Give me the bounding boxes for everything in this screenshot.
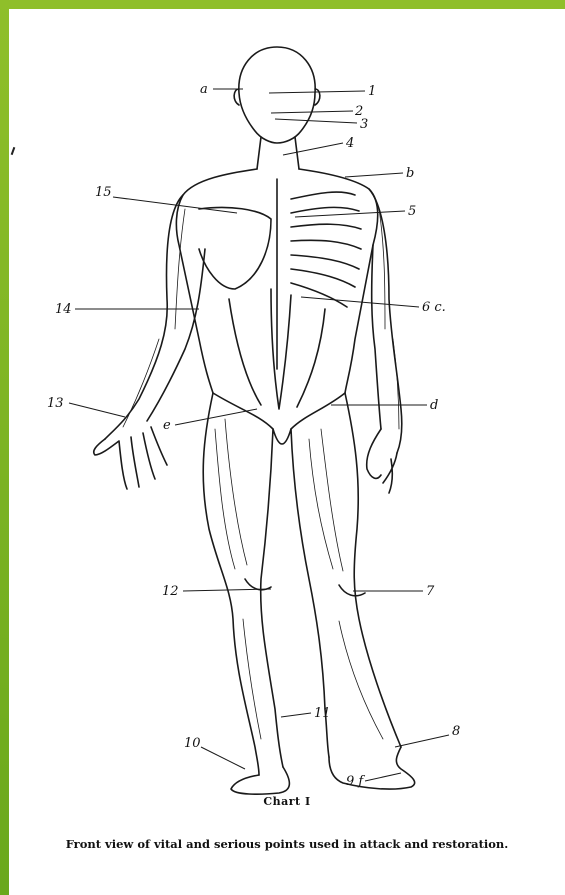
label-10: 10 [184, 737, 201, 750]
leader-3 [275, 119, 357, 123]
leader-1 [269, 91, 365, 93]
label-7: 7 [426, 585, 434, 598]
anatomy-figure [9, 9, 565, 809]
leader-13 [69, 403, 125, 417]
leader-b [345, 173, 403, 177]
foot-right [329, 747, 415, 789]
leader-11 [281, 713, 311, 717]
label-5: 5 [408, 205, 416, 218]
pelvis [213, 393, 345, 444]
leader-5 [295, 211, 405, 217]
leader-9f [365, 773, 401, 781]
label-4: 4 [346, 137, 354, 150]
head-outline [239, 47, 315, 143]
leg-left [203, 393, 283, 775]
chart-title: Chart I [9, 795, 565, 808]
leader-6c [301, 297, 419, 307]
leader-10 [201, 747, 245, 769]
hand-left [94, 427, 167, 489]
knee-left [245, 579, 271, 590]
foot-left [231, 767, 289, 794]
leader-4 [283, 143, 343, 155]
hand-right [367, 429, 397, 493]
label-14: 14 [55, 303, 72, 316]
label-6c: 6 c. [422, 301, 446, 314]
label-3: 3 [360, 118, 368, 131]
label-b: b [406, 167, 414, 180]
leg-right [291, 393, 401, 757]
ribs [291, 192, 361, 307]
label-9f: 9 f [346, 775, 363, 788]
label-d: d [430, 399, 438, 412]
label-e: e [163, 419, 171, 432]
arm-left [105, 195, 205, 439]
label-1: 1 [368, 85, 376, 98]
label-12: 12 [162, 585, 179, 598]
knee-right [339, 585, 365, 596]
figure-caption: Front view of vital and serious points u… [9, 837, 565, 851]
label-15: 15 [95, 186, 112, 199]
page: a 1 2 3 4 b 15 5 14 6 c. 13 e d 12 7 11 … [9, 9, 565, 895]
pectoral-left [199, 207, 271, 289]
leader-15 [113, 197, 237, 213]
leader-e [175, 409, 257, 425]
label-13: 13 [47, 397, 64, 410]
label-a: a [200, 83, 208, 96]
leader-8 [395, 735, 449, 747]
label-8: 8 [452, 725, 460, 738]
label-11: 11 [314, 707, 331, 720]
